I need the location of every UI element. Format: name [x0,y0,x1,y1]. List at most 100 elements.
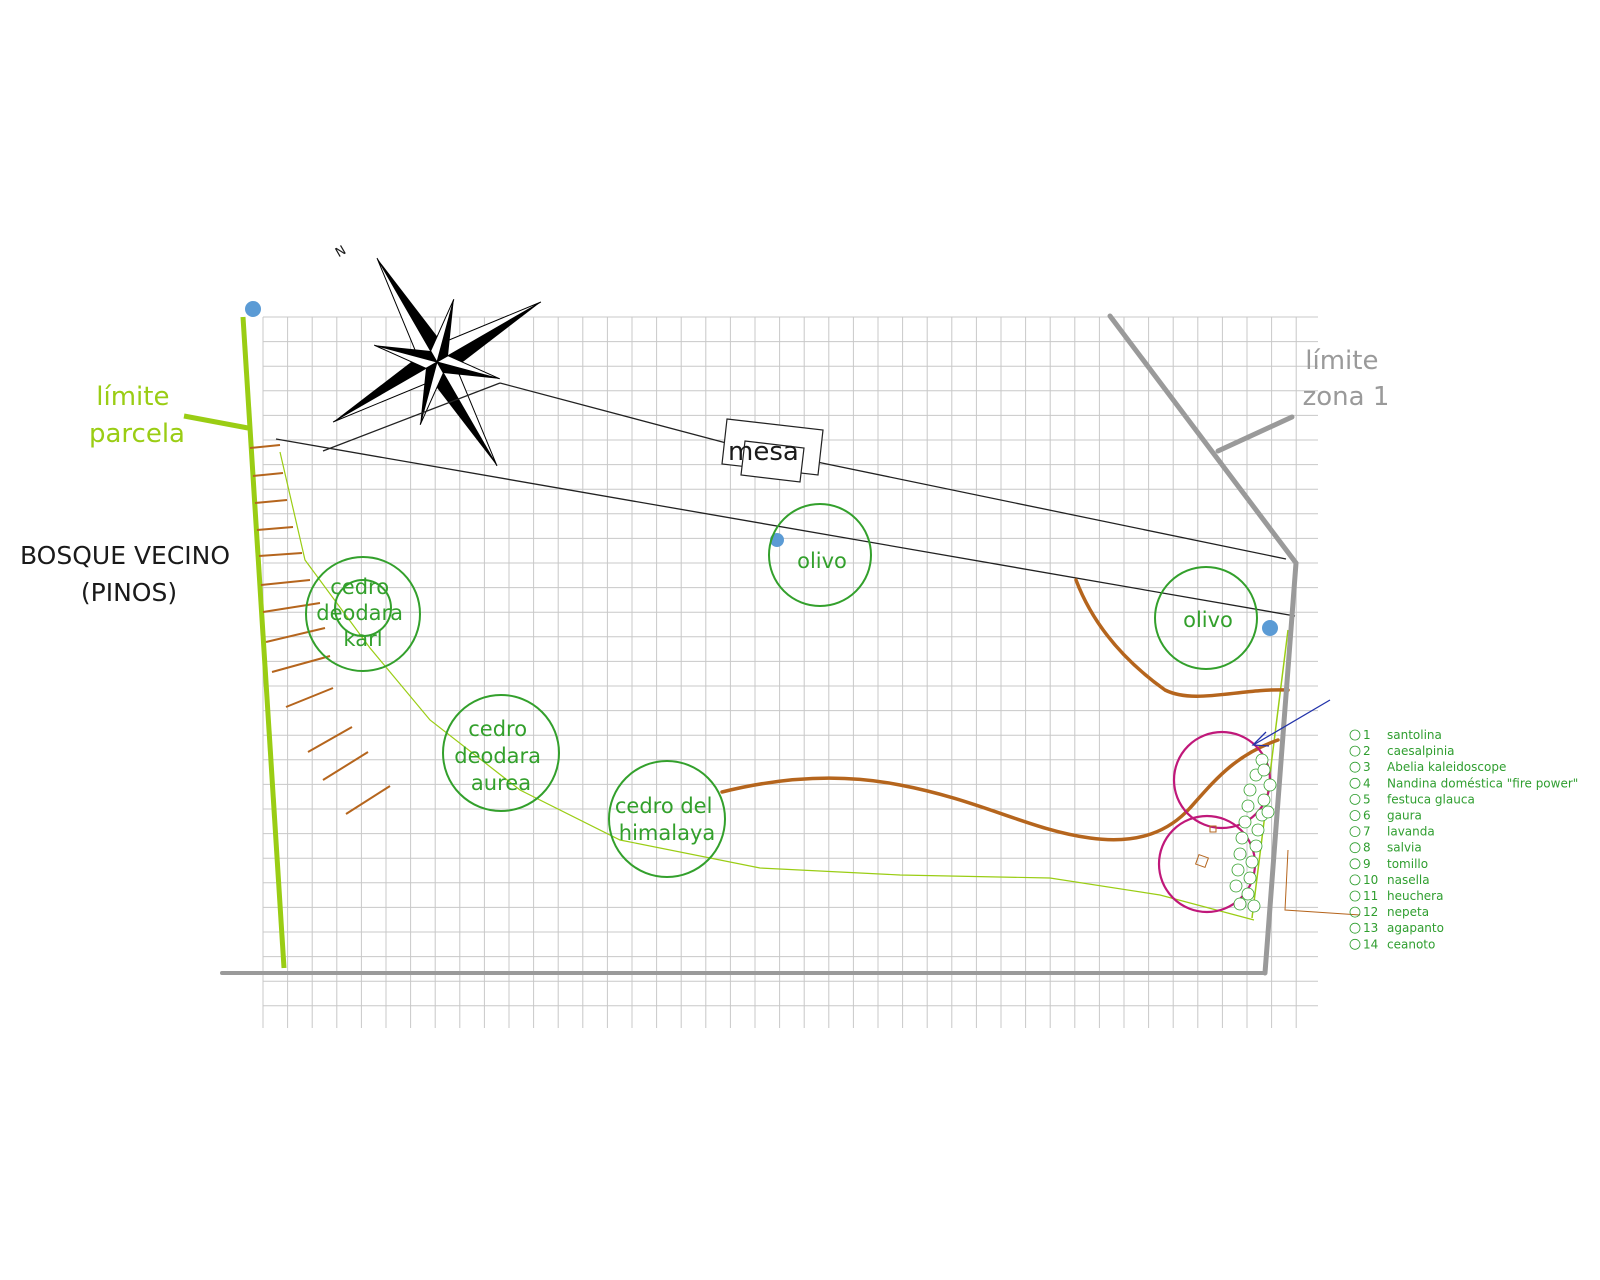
legend-plant-name: heuchera [1387,889,1443,903]
terrace-lines [275,382,1296,617]
shrub-circle [1247,899,1261,913]
tree-olivo-right [1154,566,1258,670]
shrub-cluster [1229,753,1277,913]
tree-cedro-deodara-karl [305,556,421,672]
shrub-circle [1235,831,1249,845]
tree-label-line: olivo [797,549,847,573]
tree-label-line: deodara [454,744,541,768]
shrub-circle [1261,805,1275,819]
svg-text:cedro del himalaya: cedro del himalaya [615,794,719,845]
limite-zona-line-2: zona 1 [1303,382,1390,412]
legend-symbol [1349,826,1361,837]
tree-label-line: himalaya [619,821,715,845]
legend-symbol [1349,842,1361,854]
legend-number: 5 [1363,792,1371,806]
legend-symbol [1349,794,1361,805]
pointer-arrow [1251,699,1331,747]
small-structures [1194,825,1217,869]
legend-number: 3 [1363,760,1371,774]
legend-number: 8 [1363,841,1371,855]
legend-number: 6 [1363,809,1371,823]
tree-label-line: karl [343,627,382,651]
legend-number: 14 [1363,937,1378,951]
zone-boundary [220,313,1299,976]
bosque-vecino-label: BOSQUE VECINO (PINOS) [20,541,238,607]
legend-symbol [1349,729,1361,741]
compass-north-label: N [333,243,349,261]
tree-label-line: olivo [1183,608,1233,632]
legend-number: 2 [1363,744,1371,758]
grid [262,316,1318,1028]
legend-symbol [1349,761,1361,773]
legend-number: 1 [1363,728,1371,742]
leader-line [1284,849,1361,916]
limite-zona-label: límite zona 1 [1303,346,1390,412]
limite-parcela-line-1: límite [96,382,169,412]
bosque-line-1: BOSQUE VECINO [20,541,230,570]
brown-paths [720,578,1290,842]
forest-hatching [249,444,391,815]
tree-label-line: deodara [316,601,403,625]
legend-plant-name: agapanto [1387,921,1444,935]
svg-text:cedro deodara karl: cedro deodara karl [316,575,410,651]
tree-label-line: cedro [468,717,527,741]
legend-plant-name: caesalpinia [1387,744,1455,758]
shrub-circle [1243,783,1257,797]
legend-plant-name: gaura [1387,809,1422,823]
legend-plant-name: nepeta [1387,905,1429,919]
legend-plant-name: nasella [1387,873,1430,887]
tree-label-line: cedro del [615,794,713,818]
legend-plant-name: tomillo [1387,857,1428,871]
legend-symbol [1349,922,1361,934]
shrub-circle [1257,793,1271,807]
legend-number: 12 [1363,905,1378,919]
legend-symbol [1349,890,1361,902]
shrub-circle [1251,823,1265,837]
legend-symbol [1349,777,1361,789]
shrub-circle [1241,799,1255,813]
legend-plant-name: festuca glauca [1387,792,1475,806]
shrub-circle [1233,847,1247,861]
shrub-circle [1249,839,1263,853]
legend-plant-name: Nandina doméstica "fire power" [1387,776,1578,790]
legend-number: 7 [1363,825,1371,839]
legend-plant-name: santolina [1387,728,1442,742]
legend-number: 11 [1363,889,1378,903]
tree-circles [305,503,1258,878]
shrub-circle [1229,879,1243,893]
shrub-circle [1263,778,1277,792]
bosque-line-2: (PINOS) [81,578,177,607]
tree-olivo-center [768,503,872,607]
svg-text:olivo: olivo [1183,608,1233,632]
legend-symbol [1349,810,1361,821]
svg-text:olivo: olivo [797,549,847,573]
legend-plant-name: lavanda [1387,825,1435,839]
legend-symbol [1349,858,1361,870]
legend-number: 13 [1363,921,1378,935]
svg-text:cedro deodara aure: cedro deodara aurea [454,717,548,795]
shrub-circle [1243,871,1257,885]
limite-parcela-label: límite parcela [89,382,185,449]
mesa-label: mesa [728,437,799,467]
legend-plant-name: salvia [1387,841,1422,855]
legend-symbol [1349,874,1361,886]
legend-symbol [1349,938,1361,950]
shrub-circle [1238,815,1252,829]
shrub-circle [1245,855,1259,869]
legend-symbol [1349,745,1361,757]
tree-cedro-deodara-aurea [442,694,560,812]
mesa-table [721,418,824,483]
shrub-circle [1231,863,1245,877]
legend-number: 4 [1363,776,1371,790]
water-points [245,301,1278,636]
legend-number: 10 [1363,873,1378,887]
tree-label-line: cedro [330,575,389,599]
shrub-circle [1257,763,1271,777]
legend-symbol [1349,906,1361,918]
limite-parcela-line-2: parcela [89,419,185,449]
tree-label-line: aurea [471,771,531,795]
tree-cedro-deodara-karl-inner [334,579,392,637]
compass-rose [332,257,542,467]
